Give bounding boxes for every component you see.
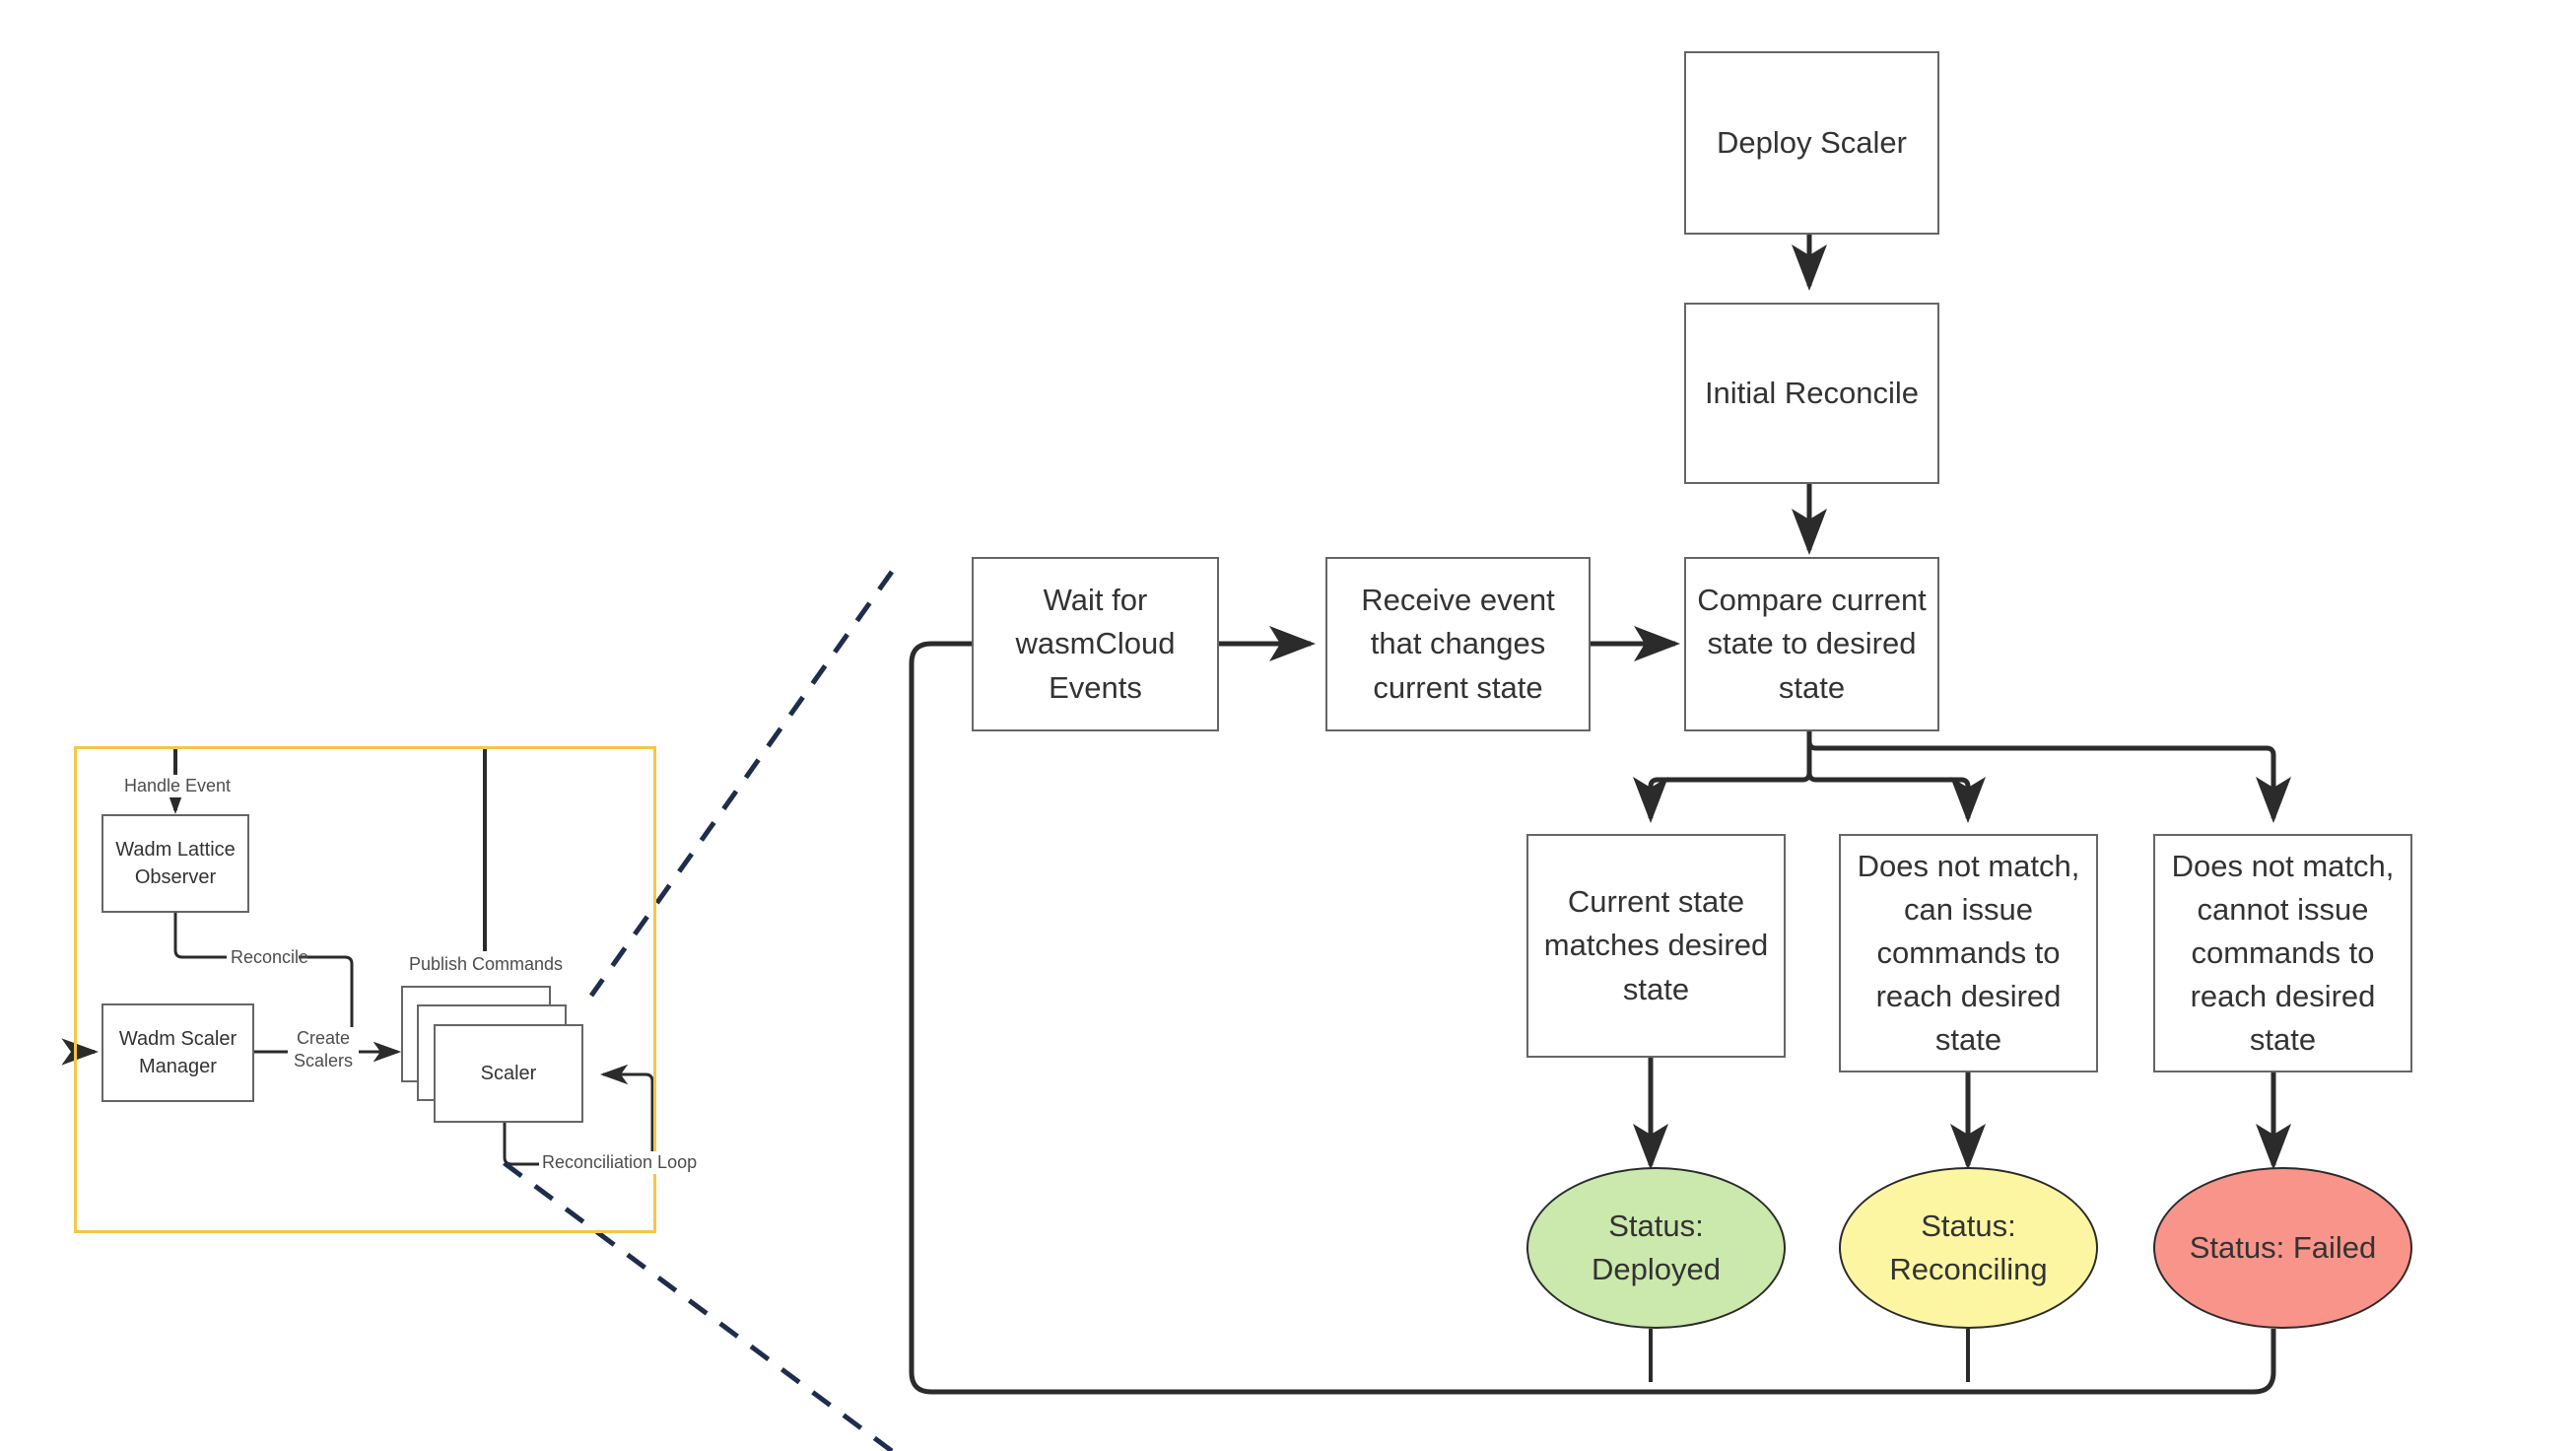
edge-conditions-to-status — [1633, 1058, 2291, 1171]
edge-label-create-scalers: Create Scalers — [288, 1027, 359, 1071]
edge-label-reconcile: Reconcile — [228, 946, 308, 969]
node-cannot-issue-commands[interactable]: Does not match, cannot issue commands to… — [2153, 834, 2412, 1072]
edge-label-handle-event: Handle Event — [108, 775, 246, 797]
node-receive-event[interactable]: Receive event that changes current state — [1325, 557, 1591, 731]
status-label: Status: Reconciling — [1889, 1208, 2048, 1286]
node-wadm-scaler-manager[interactable]: Wadm Scaler Manager — [102, 1003, 254, 1102]
edge-label-reconciliation-loop: Reconciliation Loop — [539, 1151, 702, 1174]
status-badge-reconciling[interactable]: Status: Reconciling — [1839, 1167, 2098, 1329]
node-compare-current-state[interactable]: Compare current state to desired state — [1684, 557, 1939, 731]
status-label: Status: Failed — [2189, 1229, 2377, 1265]
node-label: Does not match, can issue commands to re… — [1857, 848, 2080, 1058]
node-label: Wadm Scaler Manager — [118, 1027, 237, 1077]
node-wadm-lattice-observer[interactable]: Wadm Lattice Observer — [102, 814, 249, 913]
node-initial-reconcile[interactable]: Initial Reconcile — [1684, 303, 1939, 484]
node-current-state-matches[interactable]: Current state matches desired state — [1526, 834, 1786, 1058]
node-label: Receive event that changes current state — [1361, 583, 1555, 705]
node-label: Does not match, cannot issue commands to… — [2171, 848, 2395, 1058]
edge-compare-branches — [1633, 729, 2291, 824]
status-badge-failed[interactable]: Status: Failed — [2153, 1167, 2412, 1329]
node-label: Current state matches desired state — [1543, 884, 1769, 1006]
node-label: Scaler — [480, 1062, 537, 1084]
node-label: Deploy Scaler — [1717, 124, 1907, 160]
node-scaler-stack-front[interactable]: Scaler — [434, 1024, 583, 1123]
status-badge-deployed[interactable]: Status: Deployed — [1526, 1167, 1786, 1329]
status-label: Status: Deployed — [1592, 1208, 1721, 1286]
node-deploy-scaler[interactable]: Deploy Scaler — [1684, 51, 1939, 235]
node-label: Wait for wasmCloud Events — [1015, 583, 1176, 705]
wadm-container-boundary — [74, 746, 656, 1233]
node-label: Wadm Lattice Observer — [115, 838, 236, 888]
node-can-issue-commands[interactable]: Does not match, can issue commands to re… — [1839, 834, 2098, 1072]
node-label: Compare current state to desired state — [1697, 583, 1927, 705]
node-wait-for-wasmcloud-events[interactable]: Wait for wasmCloud Events — [972, 557, 1219, 731]
node-label: Initial Reconcile — [1704, 375, 1920, 410]
edge-label-publish-commands: Publish Commands — [398, 953, 574, 976]
